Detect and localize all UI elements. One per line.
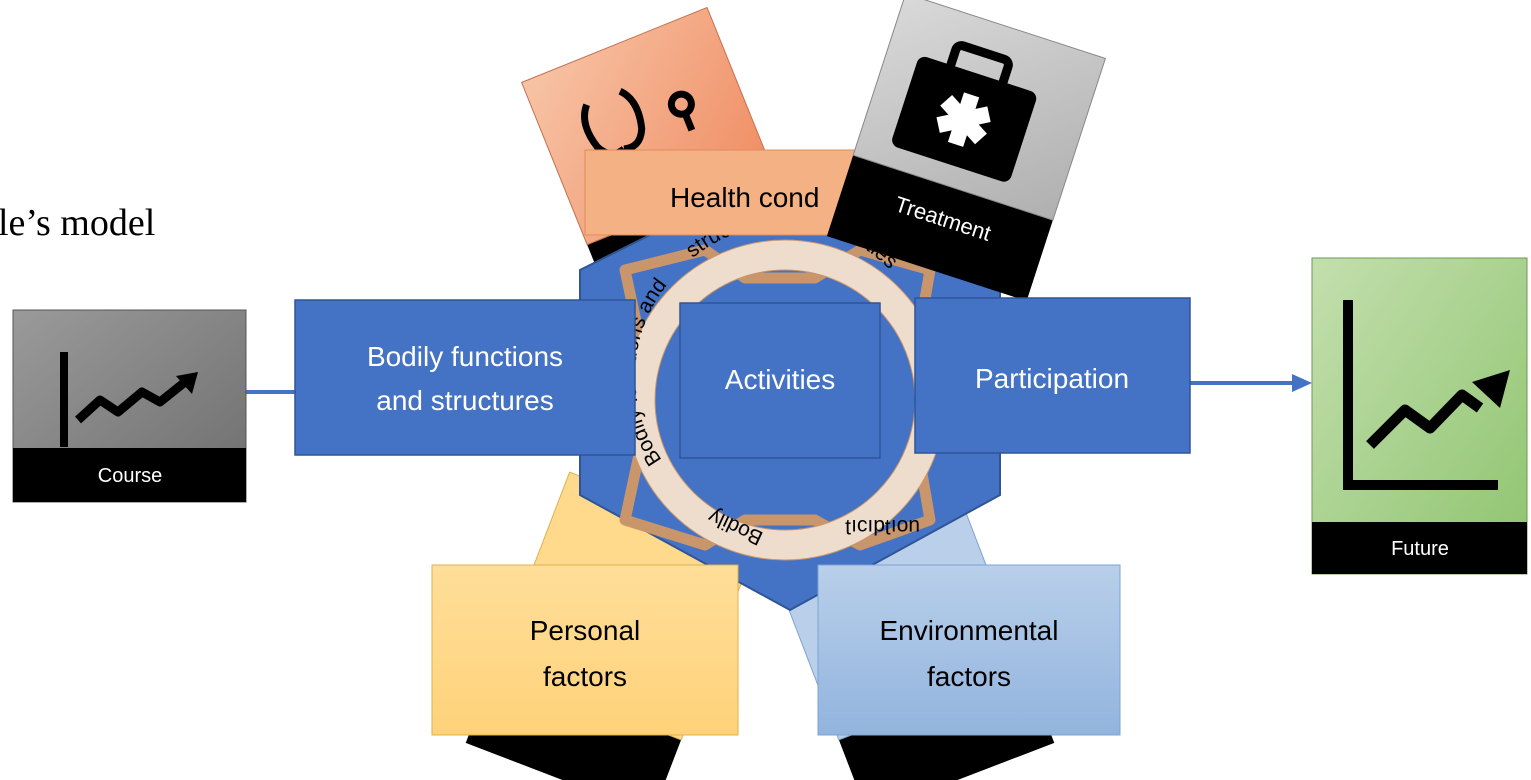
bodily-functions-line2: and structures [376, 385, 553, 416]
bodily-functions-line1: Bodily functions [367, 341, 563, 372]
future-arrowhead [1292, 374, 1312, 392]
participation-label: Participation [975, 363, 1129, 394]
future-card: Future [1311, 257, 1528, 575]
model-title: le’s model [0, 202, 155, 244]
personal-factors-line1: Personal [530, 615, 641, 646]
treatment-card: Treatment [826, 0, 1107, 301]
personal-factors-line2: factors [543, 661, 627, 692]
ring-text-bottom-right-span: uoıʇdıɔıʇ [845, 515, 920, 538]
health-condition-label: Health cond [670, 182, 819, 213]
course-card: Course [12, 309, 247, 503]
environmental-factors-line1: Environmental [880, 615, 1059, 646]
activities-box: Activities [679, 302, 881, 459]
environmental-factors-box: Environmental factors [817, 564, 1121, 736]
course-trend-chart-icon [60, 352, 198, 447]
ring-text-bottom-right: uoıʇdıɔıʇ [845, 515, 920, 538]
participation-box: Participation [914, 297, 1191, 454]
bodily-functions-box: Bodily functions and structures [294, 299, 636, 456]
personal-factors-box: Personal factors [431, 564, 739, 736]
medical-kit-icon [892, 41, 1037, 182]
activities-label: Activities [725, 364, 835, 395]
environmental-factors-line2: factors [927, 661, 1011, 692]
future-trend-chart-icon [1343, 300, 1510, 490]
future-label: Future [1391, 538, 1449, 560]
course-label: Course [98, 465, 162, 487]
